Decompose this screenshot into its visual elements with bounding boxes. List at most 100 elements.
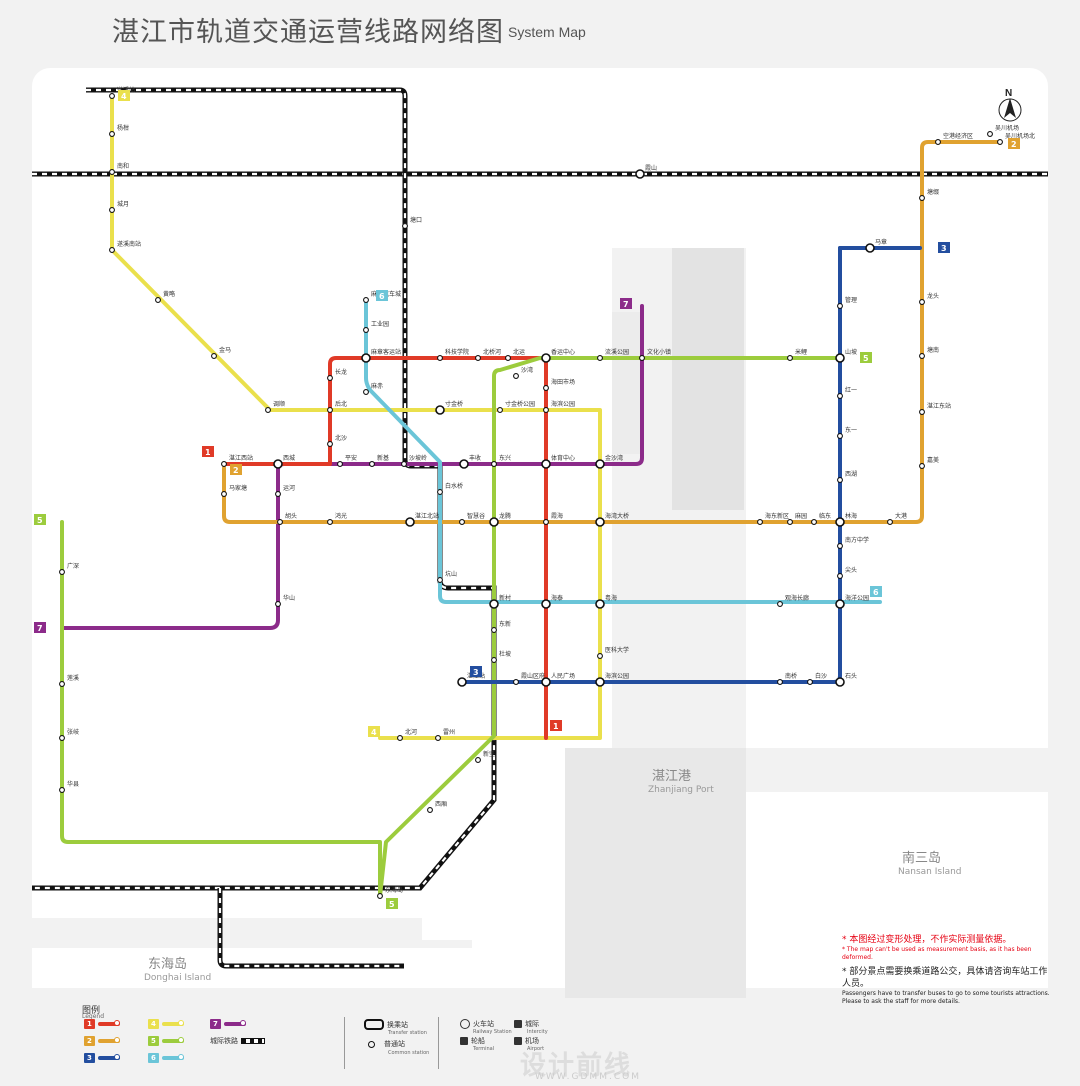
legend-line-6: 6 [148, 1053, 184, 1063]
station-label-s_baishuiqiao: 白水桥 [445, 482, 463, 490]
station-s_suixinan [109, 247, 115, 253]
station-s_mayuan [787, 519, 793, 525]
port-label-en: Zhanjiang Port [648, 785, 714, 795]
station-label-s_guangshen: 广深 [67, 562, 79, 570]
station-label-s_nanfang: 南方中学 [845, 536, 869, 544]
station-s_beisha [327, 441, 333, 447]
station-label-s_yuehai: 粤海 [605, 594, 617, 602]
station-s_longteng [489, 517, 499, 527]
station-label-s_linhai: 林海 [845, 512, 857, 520]
station-s_dacheng [887, 519, 893, 525]
station-s_cunjinpark [497, 407, 503, 413]
station-s_zhihe [459, 519, 465, 525]
station-label-s_yangqian: 城月 [117, 201, 129, 208]
legend-transfer-station: 换乘站 [364, 1019, 408, 1030]
intercity-rail-dash-3 [218, 888, 404, 968]
station-s_longtou [919, 299, 925, 305]
station-s_jiamei [919, 463, 925, 469]
line-badge-line3-7 [470, 666, 482, 677]
legend-divider [344, 1017, 345, 1069]
station-label-s_xixiang: 西厢 [435, 801, 447, 808]
metro-stations [59, 93, 1003, 899]
station-label-s_yike: 医科大学 [605, 646, 629, 654]
station-label-s_dongyi: 东一 [845, 426, 857, 434]
legend-title: 图例 [82, 1006, 101, 1016]
station-label-s_xiangtang: 塘缀 [927, 188, 939, 196]
legend-badge-3: 3 [84, 1053, 95, 1063]
station-label-s_longteng: 龙腾 [499, 512, 511, 520]
legend-badge-1: 1 [84, 1019, 95, 1029]
station-label-s_huashan: 华山 [283, 594, 295, 602]
legend-badge-5: 5 [148, 1036, 159, 1046]
station-label-s_hongguang: 鸿光 [335, 512, 347, 520]
station-label-s_zhangqi: 张岐 [67, 728, 79, 736]
station-s_xiangtang [919, 195, 925, 201]
station-label-s_airport2: 吴川机场北 [1005, 132, 1035, 140]
station-s_chaoyang [265, 407, 271, 413]
metro-line6-segment-0 [364, 298, 882, 604]
station-label-s_shaxing: 沙湾 [521, 366, 533, 374]
station-s_nanqiao [777, 679, 783, 685]
station-label-s_haiwei: 海湾大桥 [605, 512, 629, 520]
station-s_haiyuan [835, 599, 845, 609]
station-s_shaxing [513, 373, 519, 379]
legend-bus-en: Intercity [527, 1029, 548, 1035]
station-s_xiangyun [541, 353, 551, 363]
train-icon [460, 1019, 470, 1029]
line-badge-line5-9 [860, 352, 872, 363]
station-s_zhanjiangbei [405, 517, 415, 527]
station-label-s_mazhang: 马章 [875, 238, 887, 246]
station-label-s_xiahai: 霞海 [551, 512, 563, 520]
station-s_yike [597, 653, 603, 659]
station-s_haidong [757, 519, 763, 525]
station-s_lingji [109, 131, 115, 137]
metro-line5-segment-1 [378, 356, 842, 898]
station-label-s_nanya: 麻赤 [371, 382, 383, 390]
station-s_miwei [787, 355, 793, 361]
legend-swatch-2 [97, 1037, 120, 1043]
station-s_beiqiao [475, 355, 481, 361]
line-badge-num-line5-10: 5 [389, 900, 395, 909]
station-s_beihe [397, 735, 403, 741]
station-s_haitai [541, 599, 551, 609]
station-s_dupo [491, 657, 497, 663]
station-s_xihu [837, 477, 843, 483]
station-label-s_lingji: 杨柑 [117, 124, 129, 132]
legend-intercity-rail: 城际铁路 [210, 1036, 265, 1046]
station-s_huashan [275, 601, 281, 607]
station-s_beiyun [505, 355, 511, 361]
station-label-s_xinjian: 新坚 [483, 750, 495, 758]
legend-line-3: 3 [84, 1053, 120, 1063]
harbour-water-2 [746, 748, 1048, 792]
legend-ferry-label: 轮船 [471, 1037, 485, 1045]
station-s_linhai [835, 517, 845, 527]
island-label-donghai-cn: 东海岛 [148, 956, 187, 972]
station-label-s_beiyun: 北运 [513, 348, 525, 356]
legend-badge-6: 6 [148, 1053, 159, 1063]
line-badge-line6-12 [870, 586, 882, 597]
station-label-s_pingan: 平安 [345, 454, 357, 462]
station-label-s_miwei: 米鲤 [795, 348, 807, 356]
station-label-s_jiamei: 嘉美 [927, 456, 939, 464]
port-area-2 [612, 312, 642, 454]
legend-transfer-label: 换乘站 [387, 1020, 408, 1029]
legend-normal-label: 普通站 [384, 1040, 405, 1048]
legend-swatch-7 [223, 1020, 246, 1026]
station-label-s_xihu: 西湖 [845, 470, 857, 478]
station-label-s_xiashanjiqu: 霞山区府 [521, 672, 545, 680]
station-s_zhanjiangxi [221, 461, 227, 467]
line-badge-line5-8 [34, 514, 46, 525]
station-s_donghai [377, 893, 383, 899]
station-label-s_kongjing: 空港经济区 [943, 132, 973, 140]
line-badge-num-line5-8: 5 [37, 516, 43, 525]
legend-line-5: 5 [148, 1036, 184, 1046]
station-label-s_zhanjiangxi: 湛江西站 [229, 454, 253, 462]
legend-divider-2 [438, 1017, 439, 1069]
legend-normal-en: Common station [388, 1050, 430, 1056]
port-area-3 [565, 748, 746, 998]
station-s_hutou [277, 519, 283, 525]
legend-ferry-en: Terminal [473, 1046, 495, 1052]
station-label-s_cunjin: 寸金桥 [445, 400, 463, 408]
station-s_houbei [327, 407, 333, 413]
